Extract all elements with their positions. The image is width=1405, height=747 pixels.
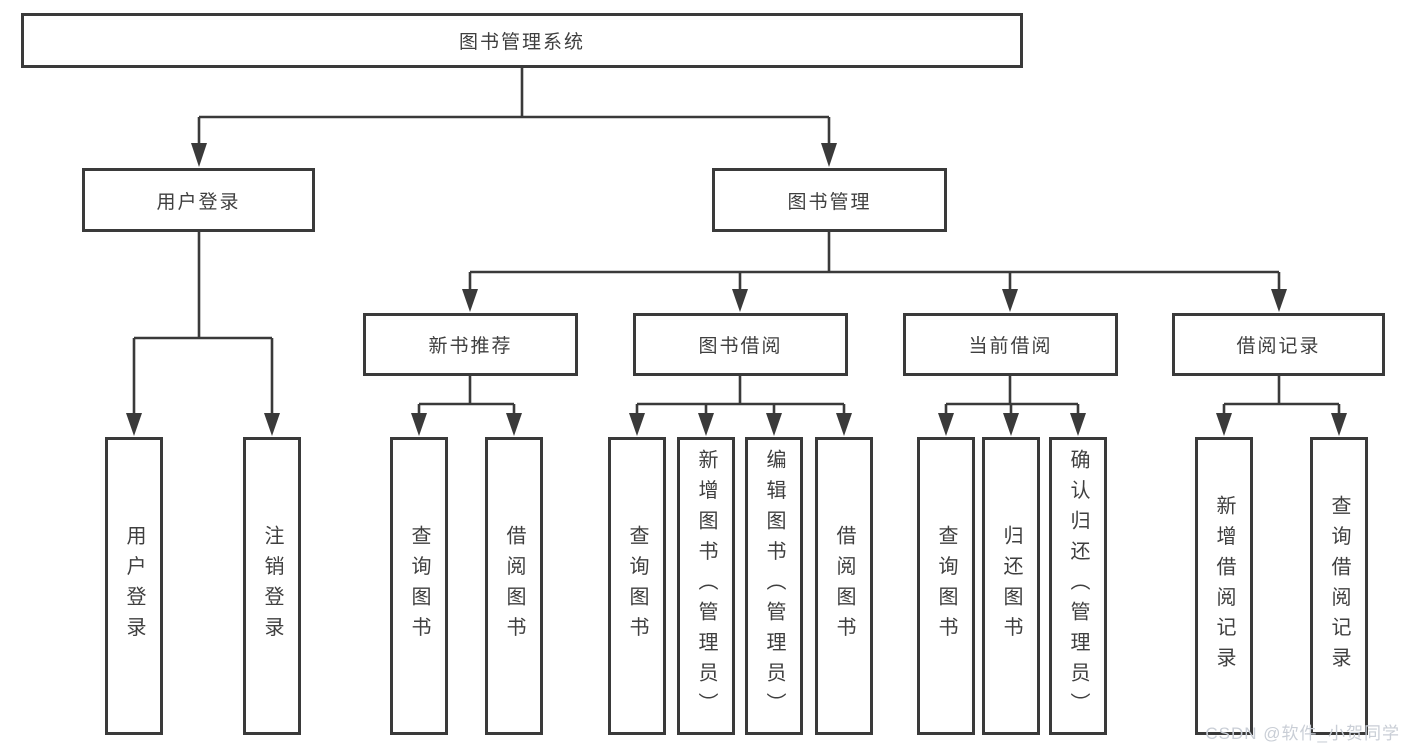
leaf-label: 查询图书: [935, 525, 957, 647]
leaf-label: 确认归还（管理员）: [1067, 449, 1089, 723]
leaf-query-books-borrowing: 查询图书: [608, 437, 666, 735]
leaf-label: 编辑图书（管理员）: [763, 449, 785, 723]
node-book-management: 图书管理: [712, 168, 947, 232]
leaf-add-books-admin: 新增图书（管理员）: [677, 437, 735, 735]
leaf-label: 新增借阅记录: [1213, 494, 1235, 678]
leaf-label: 借阅图书: [833, 525, 855, 647]
leaf-label: 注销登录: [261, 525, 283, 647]
leaf-query-books-recommendation: 查询图书: [390, 437, 448, 735]
leaf-label: 归还图书: [1000, 525, 1022, 647]
leaf-label: 查询借阅记录: [1328, 494, 1350, 678]
connector-lines: [132, 68, 1341, 415]
leaf-query-books-current: 查询图书: [917, 437, 975, 735]
leaf-confirm-return-admin: 确认归还（管理员）: [1049, 437, 1107, 735]
node-borrowing-records: 借阅记录: [1172, 313, 1385, 376]
leaf-edit-books-admin: 编辑图书（管理员）: [745, 437, 803, 735]
node-book-borrowing: 图书借阅: [633, 313, 848, 376]
node-new-book-recommendation: 新书推荐: [363, 313, 578, 376]
leaf-borrow-books: 借阅图书: [815, 437, 873, 735]
node-user-login: 用户登录: [82, 168, 315, 232]
leaf-label: 查询图书: [626, 525, 648, 647]
leaf-logout: 注销登录: [243, 437, 301, 735]
leaf-user-login: 用户登录: [105, 437, 163, 735]
leaf-label: 借阅图书: [503, 525, 525, 647]
leaf-add-borrow-record: 新增借阅记录: [1195, 437, 1253, 735]
leaf-label: 查询图书: [408, 525, 430, 647]
node-root-library-system: 图书管理系统: [21, 13, 1023, 68]
leaf-label: 用户登录: [123, 525, 145, 647]
leaf-label: 新增图书（管理员）: [695, 449, 717, 723]
arrowhead-icons: [126, 143, 1347, 436]
leaf-query-borrow-record: 查询借阅记录: [1310, 437, 1368, 735]
leaf-return-books: 归还图书: [982, 437, 1040, 735]
leaf-borrow-books-recommendation: 借阅图书: [485, 437, 543, 735]
csdn-watermark: CSDN @软件_小贺同学: [1205, 724, 1400, 743]
node-current-borrowing: 当前借阅: [903, 313, 1118, 376]
